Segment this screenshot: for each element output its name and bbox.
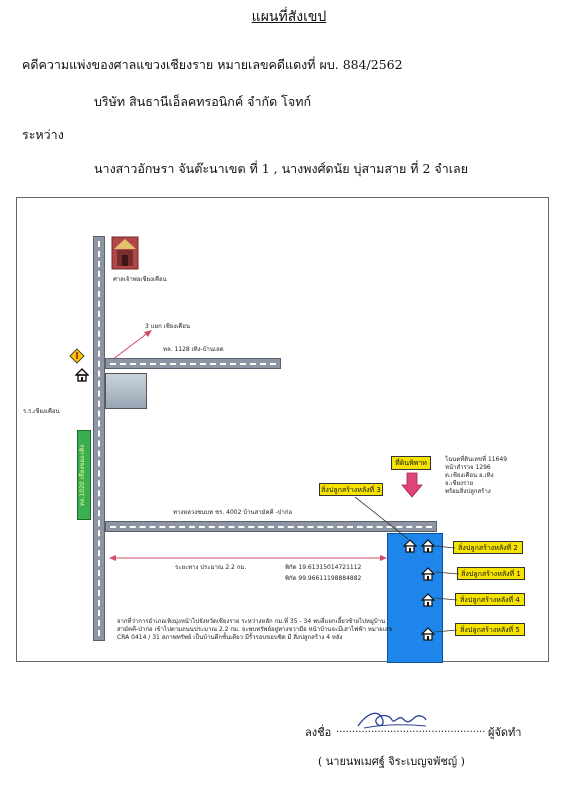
building-3-label: สิ่งปลูกสร้างหลังที่ 3 — [319, 483, 383, 496]
building-4-house-icon — [420, 592, 436, 607]
signer-name: ( นายนพเมศฐ์ จิระเบญจพัชญ์ ) — [318, 755, 465, 768]
building-4-label: สิ่งปลูกสร้างหลังที่ 4 — [455, 593, 525, 606]
building-5-label: สิ่งปลูกสร้างหลังที่ 5 — [455, 623, 525, 636]
deed-info-line: จ.เชียงราย — [445, 480, 474, 487]
deed-info: โฉนดที่ดินเลขที่ 11649 หน้าสำรวจ 1296 ต.… — [445, 456, 507, 496]
road-1128-label: ทล. 1128 เทิง-บ้านเลด — [163, 346, 224, 353]
distance-arrow-icon — [109, 555, 387, 561]
junction-arrow-icon — [107, 330, 152, 364]
building-3-house-icon — [402, 538, 418, 553]
deed-info-line: หน้าสำรวจ 1296 — [445, 464, 491, 471]
court-shrine-icon — [111, 236, 139, 270]
page-title: แผนที่สังเขป — [251, 9, 327, 25]
school-label: ร.ร.เชียงเคือน — [23, 408, 60, 415]
building-5-house-icon — [420, 626, 436, 641]
handwritten-signature — [357, 712, 427, 729]
disputed-land-plot — [387, 533, 443, 663]
building-2-label: สิ่งปลูกสร้างหลังที่ 2 — [453, 541, 523, 554]
building-1-label: สิ่งปลูกสร้างหลังที่ 1 — [457, 567, 525, 580]
location-pointer-arrow-icon — [401, 472, 423, 498]
court-label: ศาลเจ้าพ่อเชียงเคือน — [113, 276, 167, 283]
building-2-house-icon — [420, 538, 436, 553]
school-house-icon — [74, 367, 90, 382]
sketch-map: ศาลเจ้าพ่อเชียงเคือน 3 แยก เชียงเคือน ทล… — [16, 197, 549, 663]
deed-info-line: ต.เชียงเคือน อ.เทิง — [445, 472, 494, 479]
location-photo — [105, 373, 147, 409]
plaintiff-line: บริษัท สินธานีเอ็ลคทรอนิกค์ จำกัด โจทก์ — [94, 94, 312, 109]
directions: จากที่ว่าการอำเภอเทิงมุ่งหน้าไปจังหวัดเช… — [117, 618, 393, 642]
distance-label: ระยะทาง ประมาณ 2.2 กม. — [175, 564, 247, 571]
sign-label: ลงชื่อ — [305, 726, 332, 739]
road-1128 — [105, 358, 281, 369]
main-road-vertical — [93, 236, 105, 641]
road-4002-label: ทางหลวงชนบท ชร. 4002 บ้านสามัคคี -ป่าก่อ — [173, 509, 293, 516]
building-1-house-icon — [420, 566, 436, 581]
building-3-callout-line — [354, 496, 409, 540]
deed-info-line: พร้อมสิ่งปลูกสร้าง — [445, 488, 491, 495]
coordinate-lat: พิกัด 19.61315014721112 — [285, 564, 362, 571]
green-road-sign: ทล.1020 เชียงของ-เทิง — [77, 430, 91, 520]
directions-line: CRA 0414 / 31 สภาพทรัพย์ เป็นบ้านตึกชั้น… — [117, 634, 343, 641]
junction-label: 3 แยก เชียงเคือน — [145, 323, 190, 330]
signer-role: ผู้จัดทำ — [488, 726, 522, 739]
directions-line: สามัคคี-ป่าก่อ เข้าไปตามถนนประมาณ 2.2 กม… — [117, 626, 393, 633]
signature-dots: ........................................… — [336, 724, 486, 735]
disputed-land-label: ที่ดินพิพาท — [391, 456, 431, 470]
deed-info-line: โฉนดที่ดินเลขที่ 11649 — [445, 456, 508, 463]
coordinate-lon: พิกัด 99.96611198884882 — [285, 575, 362, 582]
road-4002 — [105, 521, 437, 532]
building-callout-lines — [434, 545, 459, 633]
defendants-line: นางสาวอักษรา จันต๊ะนาเขต ที่ 1 , นางพงศ์… — [94, 161, 469, 176]
warning-sign-icon — [69, 348, 85, 364]
case-number-line: คดีความแพ่งของศาลแขวงเชียงราย หมายเลขคดี… — [22, 57, 403, 72]
directions-line: จากที่ว่าการอำเภอเทิงมุ่งหน้าไปจังหวัดเช… — [117, 618, 386, 625]
between-label: ระหว่าง — [22, 127, 64, 142]
